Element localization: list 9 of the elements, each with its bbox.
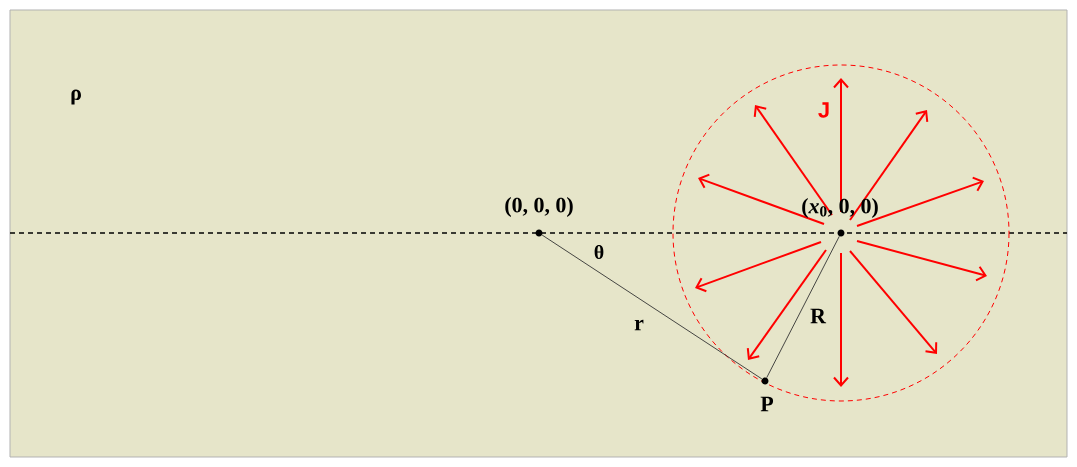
point-label: (x$_{0}$, 0, 0) (802, 198, 878, 218)
symbol-label: J (818, 102, 829, 118)
connector-line (541, 234, 763, 380)
symbol-label: θ (594, 244, 604, 260)
connector-line (766, 235, 840, 379)
point-label: (0, 0, 0) (505, 197, 573, 217)
symbol-label: ρ (71, 89, 81, 105)
edge-label: r (633, 318, 645, 332)
point-label: P (760, 396, 774, 412)
